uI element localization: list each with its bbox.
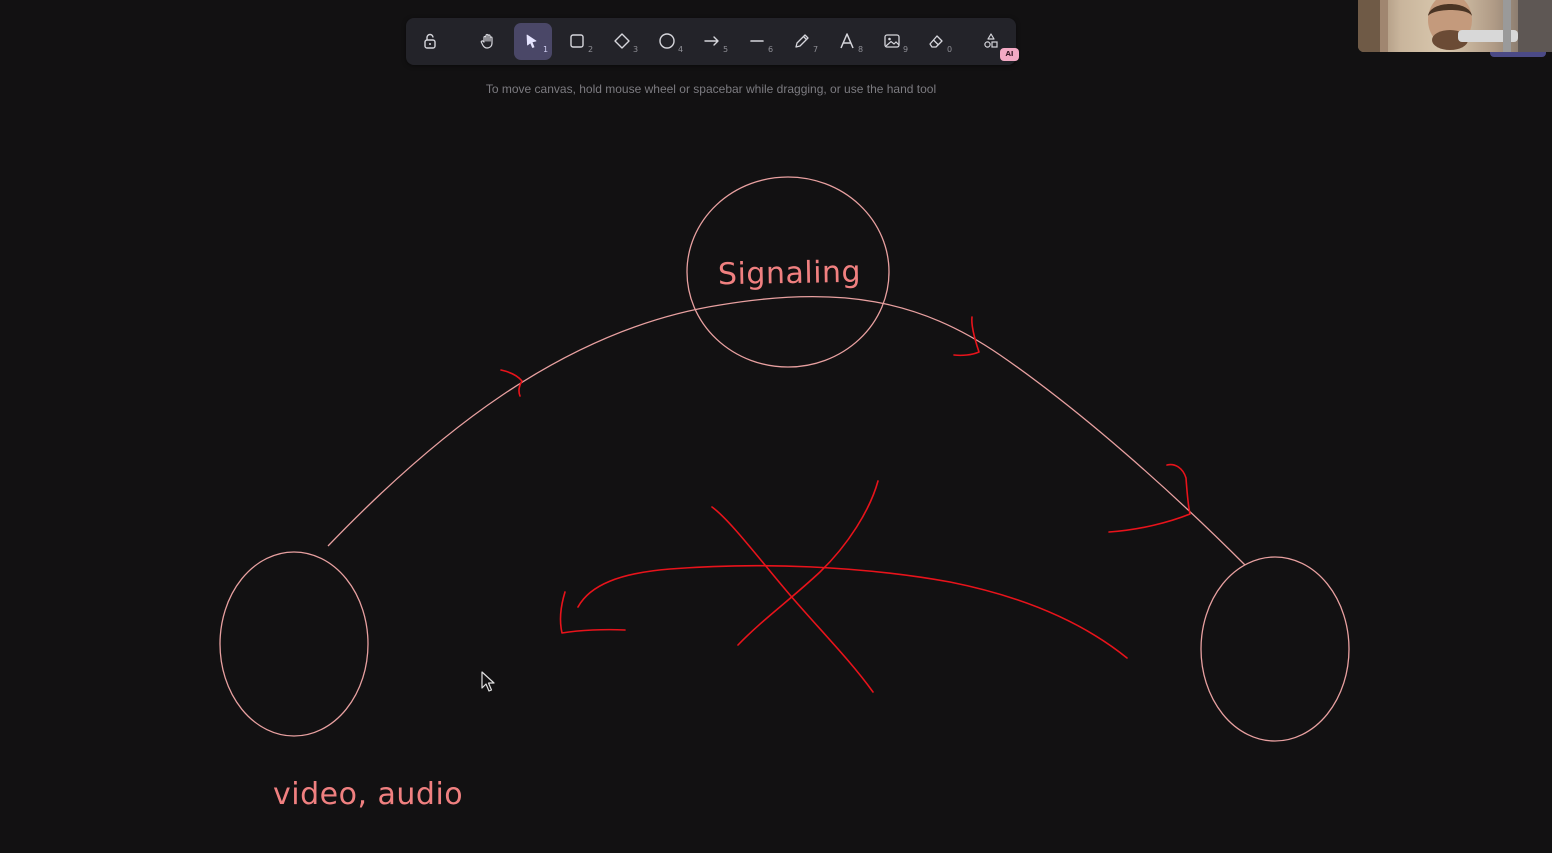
toolbar: 1 2 3 4 5 — [406, 18, 1019, 65]
rectangle-shortcut-key: 2 — [588, 45, 594, 54]
cross-mark-stroke-2[interactable] — [737, 480, 879, 646]
signaling-server-circle[interactable] — [686, 176, 890, 368]
extra-tools-button[interactable]: AI — [973, 23, 1019, 61]
circle-icon — [659, 33, 675, 49]
text-shortcut-key: 8 — [858, 45, 864, 54]
image-icon — [884, 34, 900, 48]
line-shortcut-key: 6 — [768, 45, 774, 54]
image-tool-button[interactable]: 9 — [874, 23, 912, 60]
cross-mark-stroke-1[interactable] — [711, 506, 874, 693]
shapes-icon — [984, 33, 998, 48]
pointer-arrow-icon — [526, 34, 537, 48]
line-icon — [750, 40, 764, 42]
draw-shortcut-key: 7 — [813, 45, 819, 54]
presenter-video-icon — [1358, 0, 1552, 52]
signaling-label[interactable]: Signaling — [717, 254, 862, 293]
canvas-navigation-hint: To move canvas, hold mouse wheel or spac… — [485, 82, 937, 96]
selection-tool-button[interactable]: 1 — [514, 23, 552, 60]
direct-peer-arrowhead[interactable] — [559, 591, 626, 634]
pencil-icon — [795, 34, 809, 48]
rectangle-tool-button[interactable]: 2 — [559, 23, 597, 60]
video-audio-label[interactable]: video, audio — [273, 777, 464, 812]
arrow-right-icon — [704, 36, 719, 46]
ai-badge: AI — [1000, 48, 1019, 61]
hand-icon — [480, 33, 493, 49]
ellipse-tool-button[interactable]: 4 — [649, 23, 687, 60]
diamond-shortcut-key: 3 — [633, 45, 639, 54]
mouse-cursor-icon — [481, 671, 495, 692]
text-icon — [840, 33, 854, 49]
hand-tool-button[interactable] — [470, 23, 508, 60]
rectangle-icon — [570, 34, 584, 48]
text-tool-button[interactable]: 8 — [829, 23, 867, 60]
arrowhead-right-mark[interactable] — [1108, 463, 1191, 533]
direct-peer-arrow-line[interactable] — [577, 564, 1128, 659]
arrowhead-left-mark[interactable] — [500, 369, 523, 397]
arrow-tool-button[interactable]: 5 — [694, 23, 732, 60]
lock-icon — [424, 33, 436, 49]
diamond-tool-button[interactable]: 3 — [604, 23, 642, 60]
arrowhead-top-right-mark[interactable] — [953, 316, 980, 357]
lock-tool-button[interactable] — [412, 23, 450, 60]
eraser-tool-button[interactable]: 0 — [918, 23, 956, 60]
arrow-shortcut-key: 5 — [723, 45, 729, 54]
ellipse-shortcut-key: 4 — [678, 45, 684, 54]
left-peer-circle[interactable] — [219, 551, 369, 737]
right-peer-circle[interactable] — [1200, 556, 1350, 742]
line-tool-button[interactable]: 6 — [739, 23, 777, 60]
webcam-overlay — [1358, 0, 1552, 52]
image-shortcut-key: 9 — [903, 45, 909, 54]
eraser-shortcut-key: 0 — [947, 45, 953, 54]
webcam-status-bar — [1490, 52, 1546, 57]
eraser-icon — [929, 35, 943, 48]
selection-shortcut-key: 1 — [543, 45, 549, 54]
draw-tool-button[interactable]: 7 — [784, 23, 822, 60]
diamond-icon — [614, 33, 630, 49]
signaling-connection-arc[interactable] — [327, 295, 1246, 566]
